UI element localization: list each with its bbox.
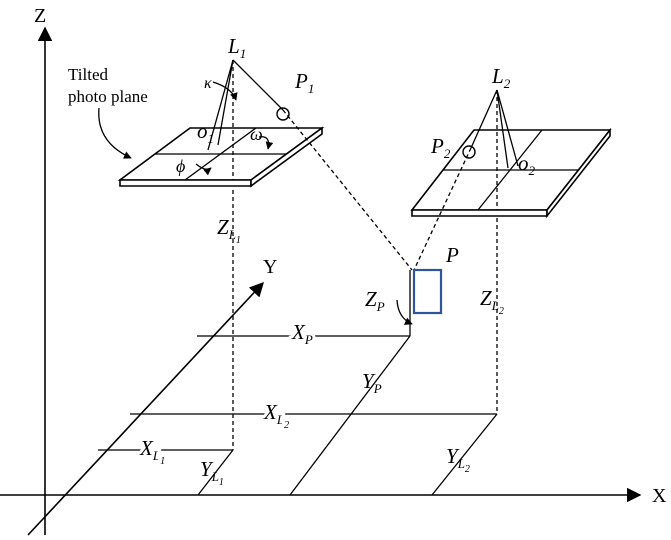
- label-z-p: ZP: [365, 287, 385, 314]
- svg-text:YP: YP: [362, 369, 382, 396]
- omega-arrow: [258, 136, 274, 150]
- p2-to-p-dashed: [413, 147, 472, 271]
- ground-point-p: [412, 268, 443, 315]
- photo-plane-2: [410, 127, 612, 219]
- label-p: P: [445, 243, 459, 267]
- svg-text:YL1: YL1: [200, 457, 224, 488]
- svg-text:L1: L1: [227, 34, 246, 61]
- svg-text:o1: o1: [197, 119, 214, 146]
- svg-text:L2: L2: [491, 64, 511, 91]
- label-omega: ω: [250, 124, 263, 144]
- label-y-l1: YL1: [200, 457, 224, 488]
- svg-text:XL1: XL1: [139, 436, 165, 467]
- zp-arrow: [396, 299, 413, 325]
- svg-text:XP: XP: [291, 320, 313, 347]
- phi-arrow: [195, 163, 212, 176]
- l1-ray-to-p1: [232, 59, 284, 111]
- svg-text:XL2: XL2: [263, 400, 289, 431]
- svg-text:P1: P1: [294, 69, 314, 96]
- kappa-arrow: [212, 81, 238, 101]
- x-axis-label: X: [652, 485, 667, 507]
- svg-text:YL2: YL2: [446, 444, 470, 475]
- label-z-l1: ZL1: [217, 215, 241, 246]
- yl2-line: [431, 413, 498, 496]
- note-arrow: [98, 107, 132, 159]
- label-y-p: YP: [362, 369, 382, 396]
- label-kappa: κ: [204, 75, 212, 92]
- l1-ray-to-o1: [217, 59, 234, 146]
- svg-text:ZL2: ZL2: [480, 286, 504, 317]
- svg-text:o2: o2: [518, 151, 536, 178]
- l2-ray-to-o2: [496, 89, 509, 169]
- photo-plane-1: [117, 126, 325, 188]
- p2-image-point: [462, 145, 476, 159]
- label-x-l1: XL1: [136, 433, 168, 470]
- yp-line: [289, 335, 411, 496]
- y-axis-label: Y: [263, 256, 277, 278]
- label-l1: L1: [227, 34, 246, 61]
- label-p2: P2: [430, 134, 451, 161]
- label-p1: P1: [294, 69, 314, 96]
- l1-ray-to-o1-alt: [207, 59, 234, 151]
- label-o1: o1: [197, 119, 214, 146]
- svg-text:ZP: ZP: [365, 287, 385, 314]
- label-x-l2: XL2: [260, 397, 292, 434]
- note-line-2: photo plane: [68, 87, 148, 106]
- yl1-line: [197, 449, 234, 496]
- label-x-p: XP: [288, 317, 316, 350]
- label-o2: o2: [518, 151, 536, 178]
- z-axis-label: Z: [34, 5, 46, 27]
- label-y-l2: YL2: [446, 444, 470, 475]
- l2-ray-to-o2-alt: [496, 89, 519, 167]
- svg-text:ZL1: ZL1: [217, 215, 241, 246]
- label-phi: ϕ: [176, 156, 185, 176]
- label-z-l2: ZL2: [480, 286, 504, 317]
- l2-ray-to-p2: [470, 89, 498, 149]
- p1-image-point: [276, 107, 290, 121]
- svg-text:P2: P2: [430, 134, 451, 161]
- label-l2: L2: [491, 64, 511, 91]
- p1-to-p-dashed: [282, 109, 413, 271]
- note-line-1: Tilted: [68, 65, 109, 84]
- y-axis: [27, 281, 264, 536]
